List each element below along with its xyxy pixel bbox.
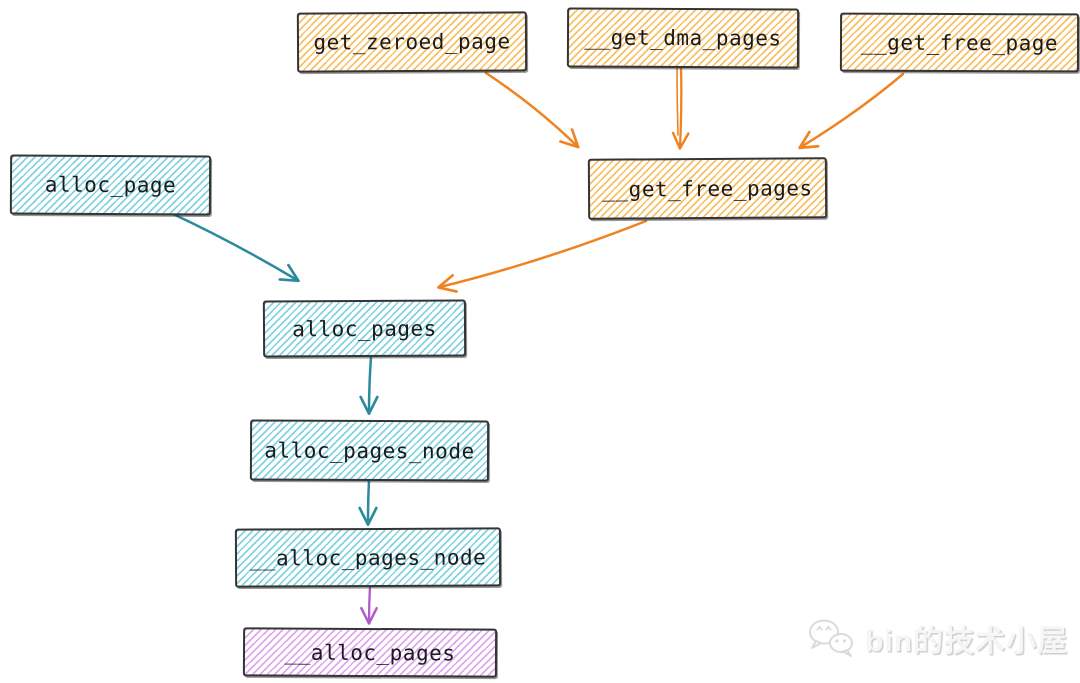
wechat-logo-icon bbox=[809, 619, 853, 657]
edge-get-free-page-to-get-free-pages bbox=[798, 72, 905, 150]
node-label-alloc-pages: alloc_pages bbox=[292, 316, 437, 341]
node-alloc-pages-node2: __alloc_pages_node bbox=[234, 527, 502, 588]
node-get-zeroed-page: get_zeroed_page bbox=[296, 11, 528, 73]
node-label-alloc-pages2: __alloc_pages bbox=[284, 640, 456, 665]
node-label-get-zeroed-page: get_zeroed_page bbox=[313, 29, 511, 55]
node-label-get-free-pages: __get_free_pages bbox=[602, 175, 813, 202]
edge-get-free-pages-to-alloc-pages bbox=[437, 219, 648, 293]
node-label-alloc-pages-node2: __alloc_pages_node bbox=[249, 544, 487, 571]
watermark-text: bin的技术小屋 bbox=[865, 625, 1068, 658]
edge-alloc-page-to-alloc-pages bbox=[169, 211, 300, 283]
node-alloc-page: alloc_page bbox=[9, 154, 212, 216]
node-get-free-pages: __get_free_pages bbox=[587, 157, 828, 220]
edge-alloc-pages-node-to-alloc-pages-node2 bbox=[358, 478, 378, 526]
edge-alloc-pages-to-alloc-pages-node bbox=[359, 355, 379, 415]
edge-get-zeroed-page-to-get-free-pages bbox=[484, 71, 580, 149]
watermark: bin的技术小屋 bbox=[807, 616, 1068, 660]
node-alloc-pages2: __alloc_pages bbox=[242, 627, 498, 678]
edge-get-dma-pages-to-get-free-pages-sketch-stroke bbox=[676, 65, 679, 136]
edge-get-dma-pages-to-get-free-pages bbox=[671, 64, 690, 150]
node-label-get-dma-pages: __get_dma_pages bbox=[584, 25, 782, 51]
node-label-alloc-pages-node: alloc_pages_node bbox=[264, 438, 475, 463]
node-get-dma-pages: __get_dma_pages bbox=[566, 7, 800, 69]
node-get-free-page: __get_free_page bbox=[839, 12, 1080, 73]
node-alloc-pages: alloc_pages bbox=[262, 299, 467, 358]
node-label-alloc-page: alloc_page bbox=[44, 172, 177, 198]
edge-alloc-pages-node2-to-alloc-pages2 bbox=[360, 584, 378, 625]
node-label-get-free-page: __get_free_page bbox=[860, 30, 1059, 55]
node-alloc-pages-node: alloc_pages_node bbox=[249, 419, 490, 482]
